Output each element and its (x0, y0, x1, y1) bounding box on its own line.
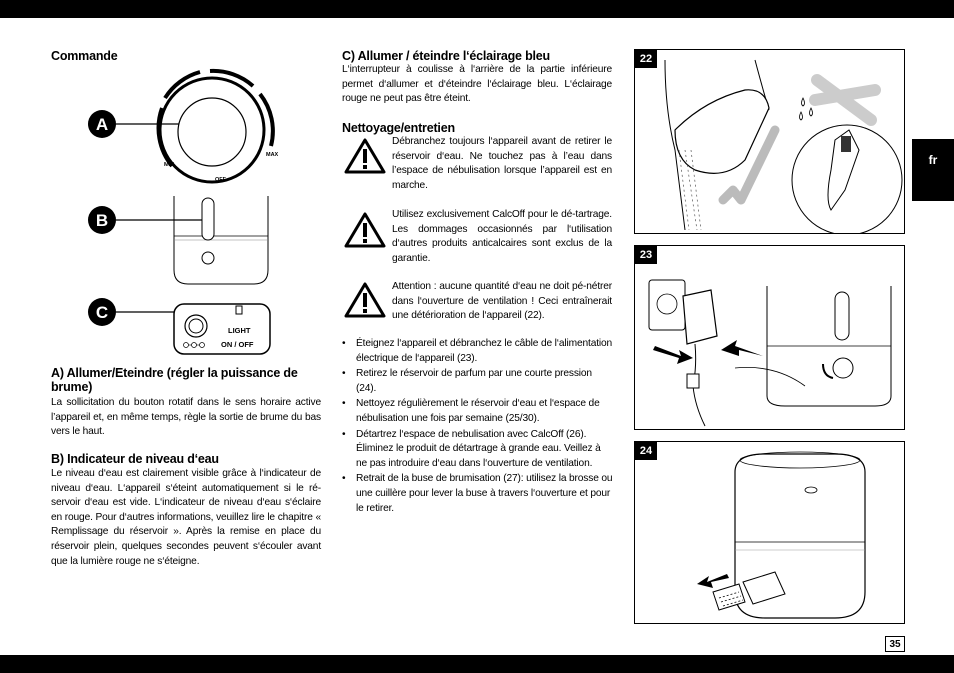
cleaning-bullets: Éteignez l‘appareil et débranchez le câb… (342, 337, 614, 517)
figure-23: 23 (634, 245, 905, 430)
label-c: C (96, 303, 108, 322)
warning-icon-1 (344, 138, 386, 174)
section-c-text: L‘interrupteur à coulisse à l‘arrière de… (342, 64, 612, 105)
section-a-text: La sollicitation du bouton rotatif dans … (51, 397, 321, 438)
top-bar (0, 0, 954, 18)
list-item: Retirez le réservoir de parfum par une c… (342, 367, 614, 396)
bottom-bar (0, 655, 954, 673)
page-number: 35 (885, 636, 905, 652)
figure-23-illustration (648, 279, 892, 427)
section-a-title: A) Allumer/Eteindre (régler la puissance… (51, 366, 298, 394)
list-item: Nettoyez régulièrement le réservoir d‘ea… (342, 397, 614, 426)
cleaning-title: Nettoyage/entretien (342, 121, 455, 135)
figure-23-number: 23 (635, 246, 657, 264)
figure-22: 22 (634, 49, 905, 234)
list-item: Retrait de la buse de brumisation (27): … (342, 472, 614, 516)
heading-commande: Commande (51, 49, 118, 63)
figure-22-illustration (664, 59, 903, 233)
section-c-title: C) Allumer / éteindre l‘éclairage bleu (342, 49, 550, 63)
warning-text-3: Attention : aucune quantité d‘eau ne doi… (392, 281, 612, 322)
list-item: Détartrez l‘espace de nebulisation avec … (342, 428, 614, 472)
section-b-text: Le niveau d‘eau est clairement visible g… (51, 468, 321, 567)
label-b: B (96, 211, 108, 230)
figure-24-illustration (697, 451, 866, 619)
language-tab: fr (912, 139, 954, 201)
switch-light: LIGHT (228, 326, 251, 335)
warning-text-1: Débranchez toujours l‘appareil avant de … (392, 136, 612, 191)
dial-off: OFF (215, 177, 227, 183)
dial-knob (177, 97, 247, 167)
switch-on-off: ON / OFF (221, 340, 254, 349)
section-b-title: B) Indicateur de niveau d‘eau (51, 452, 219, 466)
dial-max: MAX (266, 152, 279, 158)
list-item: Éteignez l‘appareil et débranchez le câb… (342, 337, 614, 366)
warning-icon-3 (344, 282, 386, 318)
figure-24: 24 (634, 441, 905, 624)
warning-icon-2 (344, 212, 386, 248)
figure-22-number: 22 (635, 50, 657, 68)
label-a: A (96, 115, 108, 134)
warning-text-2: Utilisez exclusivement CalcOff pour le d… (392, 209, 612, 264)
figure-24-number: 24 (635, 442, 657, 460)
dial-min: MIN (164, 162, 174, 168)
controls-illustration: A MIN OFF MAX B C LIGHT ON / OFF (88, 68, 279, 355)
label-a-badge (88, 110, 116, 138)
